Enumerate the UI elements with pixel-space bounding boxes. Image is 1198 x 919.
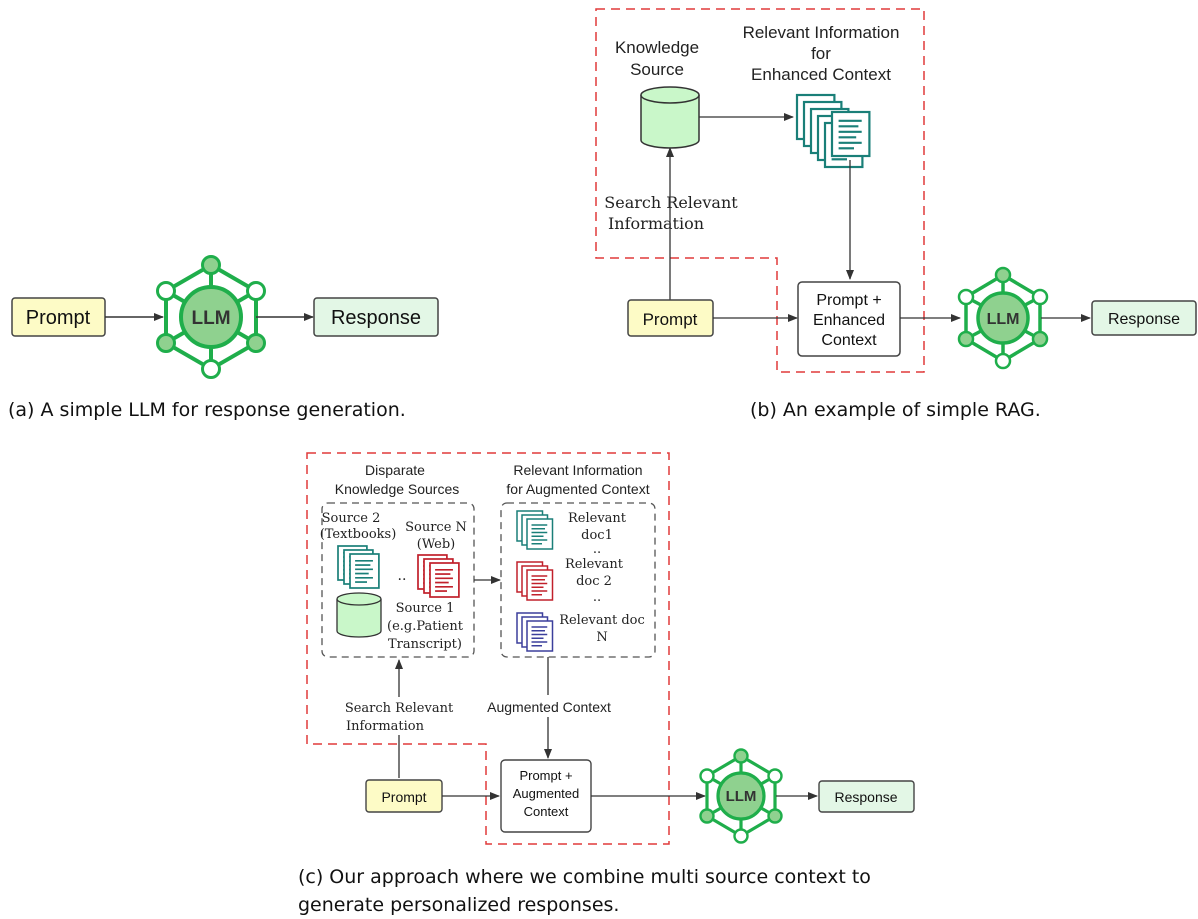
prompt-label-c: Prompt (381, 789, 426, 805)
doc-dots-1: .. (593, 542, 601, 557)
context-label-b-1: Prompt + (816, 292, 881, 309)
info-title-1: Relevant Information (513, 462, 642, 478)
response-label: Response (331, 307, 421, 329)
search-label-c-2: Information (346, 719, 425, 734)
response-box-b (1091, 300, 1197, 336)
context-label-c-2: Augmented (513, 786, 580, 801)
llm-label-b: LLM (987, 311, 1020, 328)
doc2-label-1: Relevant (565, 557, 624, 572)
llm-icon-b: LLM (957, 266, 1049, 370)
panel-c: Disparate Knowledge Sources Relevant Inf… (298, 452, 915, 916)
context-label-c-3: Context (524, 804, 569, 819)
response-label-c: Response (834, 789, 897, 805)
source2-label-1: Source 2 (322, 511, 381, 526)
doc1-label-2: doc1 (581, 528, 613, 543)
llm-icon: LLM (156, 255, 266, 379)
sourceN-label-1: Source N (405, 520, 467, 535)
info-title-2: for Augmented Context (506, 481, 649, 497)
patient-db-icon (336, 592, 382, 638)
llm-icon-c: LLM (699, 748, 783, 844)
sources-dots: .. (398, 568, 407, 584)
relevant-info-title-1: Relevant Information (743, 23, 900, 42)
sourceN-label-2: (Web) (417, 537, 455, 552)
doc2-icon (516, 561, 554, 601)
llm-label-c: LLM (726, 788, 757, 805)
response-box-c (818, 780, 915, 813)
source2-label-2: (Textbooks) (320, 527, 397, 542)
response-box (313, 297, 439, 337)
doc2-label-2: doc 2 (576, 574, 612, 589)
search-label-2: Information (608, 214, 704, 233)
sources-title-1: Disparate (365, 462, 425, 478)
textbook-docs-icon (337, 545, 380, 589)
panel-b: Knowledge Source Relevant Information fo… (595, 8, 1197, 421)
context-label-b-2: Enhanced (813, 312, 885, 329)
sources-title-2: Knowledge Sources (335, 481, 460, 497)
source1-label-1: Source 1 (396, 601, 455, 616)
search-label-bg (346, 697, 456, 735)
docN-label-1: Relevant doc (559, 613, 645, 628)
docN-icon (516, 612, 554, 652)
augmented-context-label: Augmented Context (487, 699, 611, 715)
relevant-info-title-2: for (811, 44, 831, 63)
dashed-region-b (595, 8, 925, 373)
search-label-1: Search Relevant (604, 193, 738, 212)
caption-b: (b) An example of simple RAG. (750, 399, 1041, 421)
augmented-label-bg (478, 695, 620, 717)
relevant-docs-box (500, 502, 656, 658)
web-docs-icon (417, 554, 460, 598)
caption-c-1: (c) Our approach where we combine multi … (298, 866, 871, 888)
prompt-label-b: Prompt (643, 310, 698, 329)
source1-label-3: Transcript) (388, 637, 462, 652)
source1-label-2: (e.g.Patient (387, 619, 464, 634)
response-label-b: Response (1108, 311, 1180, 328)
doc1-label-1: Relevant (568, 511, 627, 526)
caption-a: (a) A simple LLM for response generation… (8, 399, 406, 421)
knowledge-source-title-2: Source (630, 60, 684, 79)
doc-dots-2: .. (593, 590, 601, 605)
context-label-b-3: Context (821, 332, 877, 349)
document-stack-icon (795, 93, 871, 169)
database-icon (640, 86, 700, 149)
docN-label-2: N (596, 630, 607, 645)
search-label-c-1: Search Relevant (345, 701, 454, 716)
llm-label: LLM (191, 308, 230, 329)
context-label-c-1: Prompt + (519, 768, 572, 783)
prompt-label: Prompt (26, 307, 91, 329)
knowledge-source-title-1: Knowledge (615, 38, 699, 57)
dashed-region-c (306, 452, 670, 845)
panel-a: Prompt LLM Response (a) A simple LLM for… (8, 255, 439, 421)
context-box-b (797, 281, 901, 357)
relevant-info-title-3: Enhanced Context (751, 65, 891, 84)
doc1-icon (516, 510, 554, 550)
caption-c-2: generate personalized responses. (298, 894, 619, 916)
